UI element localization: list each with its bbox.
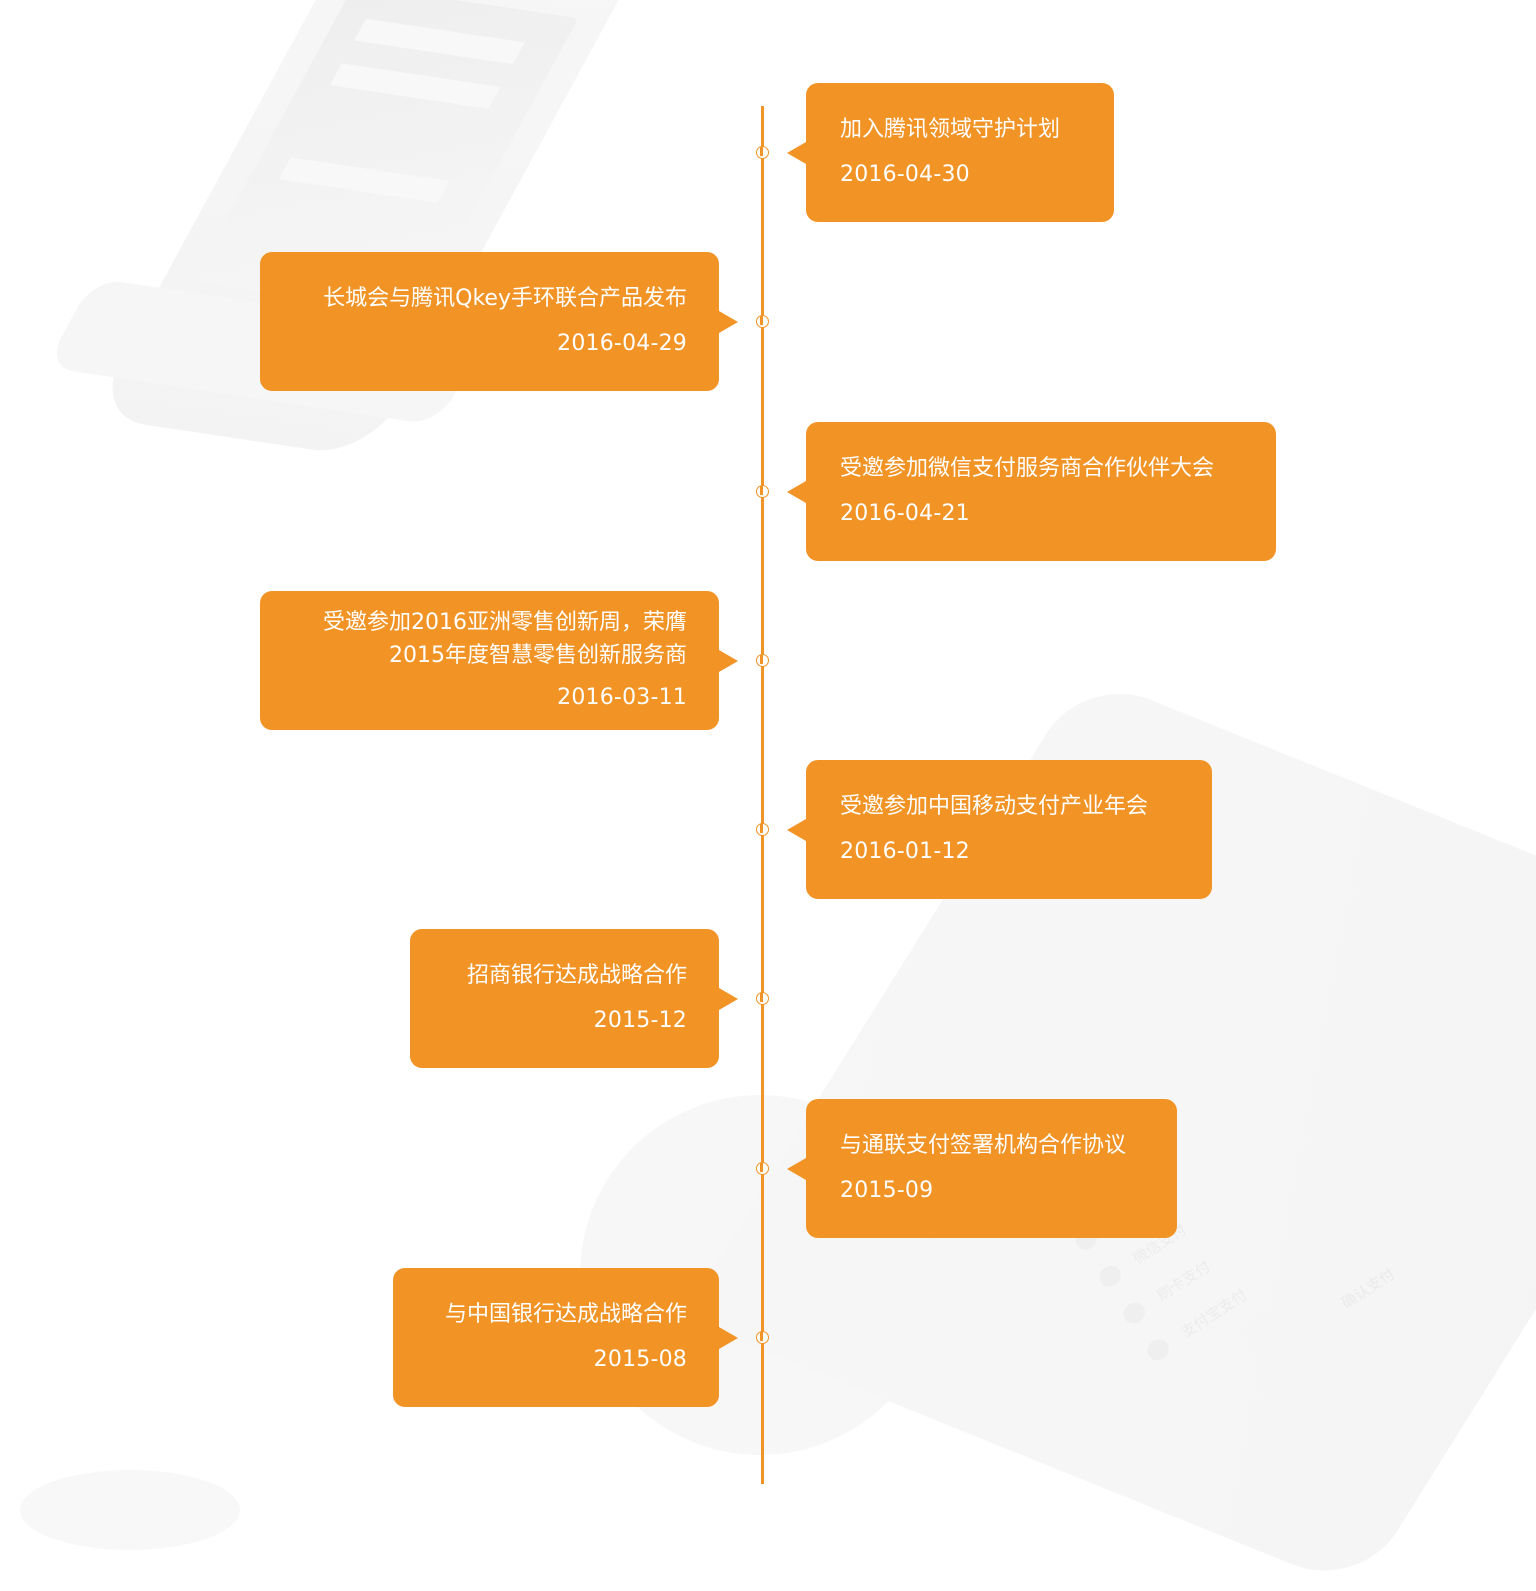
timeline-event: 长城会与腾讯Qkey手环联合产品发布 2016-04-29 <box>260 252 738 391</box>
pointer-arrow-icon <box>719 1326 738 1349</box>
event-date: 2016-04-21 <box>840 501 970 526</box>
terminal-input-bar <box>354 18 525 65</box>
event-title: 与中国银行达成战略合作 <box>413 1298 687 1331</box>
event-title: 招商银行达成战略合作 <box>430 959 687 992</box>
timeline-axis <box>761 106 764 1484</box>
event-title-line: 加入腾讯领域守护计划 <box>840 117 1061 142</box>
timeline-event: 加入腾讯领域守护计划 2016-04-30 <box>787 83 1114 222</box>
event-date: 2016-04-29 <box>557 331 687 356</box>
payment-option-alipay: 支付宝支付 <box>1132 1275 1257 1378</box>
timeline-node <box>756 1330 769 1344</box>
timeline-node <box>756 1161 769 1175</box>
timeline-event: 受邀参加微信支付服务商合作伙伴大会 2016-04-21 <box>787 422 1276 561</box>
event-title-line: 与通联支付签署机构合作协议 <box>840 1133 1127 1158</box>
event-title: 受邀参加中国移动支付产业年会 <box>840 790 1192 823</box>
event-date: 2015-12 <box>593 1008 687 1033</box>
timeline-event: 与通联支付签署机构合作协议 2015-09 <box>787 1099 1177 1238</box>
timeline-node <box>756 484 769 498</box>
event-title-line: 招商银行达成战略合作 <box>466 963 687 988</box>
pointer-arrow-icon <box>787 480 806 503</box>
event-title: 受邀参加微信支付服务商合作伙伴大会 <box>840 452 1256 485</box>
timeline-node <box>756 145 769 159</box>
terminal-input-bar <box>329 63 501 109</box>
timeline-event: 与中国银行达成战略合作 2015-08 <box>393 1268 738 1407</box>
background-device-fragment <box>20 1470 240 1550</box>
pointer-arrow-icon <box>719 987 738 1010</box>
timeline-node <box>756 991 769 1005</box>
event-date: 2016-04-30 <box>840 162 970 187</box>
pointer-arrow-icon <box>719 649 738 672</box>
event-title: 与通联支付签署机构合作协议 <box>840 1129 1157 1162</box>
timeline-event: 受邀参加2016亚洲零售创新周，荣膺 2015年度智慧零售创新服务商 2016-… <box>260 591 738 730</box>
event-title-line: 受邀参加2016亚洲零售创新周，荣膺 <box>323 610 687 635</box>
event-date: 2016-03-11 <box>557 685 687 710</box>
pointer-arrow-icon <box>719 310 738 333</box>
event-date: 2015-08 <box>593 1347 687 1372</box>
timeline-node <box>756 822 769 836</box>
event-title-line: 受邀参加微信支付服务商合作伙伴大会 <box>840 456 1215 481</box>
background-pos-terminal-top <box>0 0 774 473</box>
event-date: 2016-01-12 <box>840 839 970 864</box>
event-title-line: 2015年度智慧零售创新服务商 <box>389 643 687 668</box>
payment-option-card: 刷卡支付 <box>1108 1238 1233 1341</box>
event-title-line: 与中国银行达成战略合作 <box>444 1302 687 1327</box>
event-title-line: 长城会与腾讯Qkey手环联合产品发布 <box>323 286 687 311</box>
event-title: 长城会与腾讯Qkey手环联合产品发布 <box>280 282 687 315</box>
timeline-event: 招商银行达成战略合作 2015-12 <box>410 929 738 1068</box>
pointer-arrow-icon <box>787 818 806 841</box>
timeline-node <box>756 314 769 328</box>
pointer-arrow-icon <box>787 1157 806 1180</box>
event-title: 受邀参加2016亚洲零售创新周，荣膺 2015年度智慧零售创新服务商 <box>280 606 687 672</box>
timeline-node <box>756 653 769 667</box>
event-title-line: 受邀参加中国移动支付产业年会 <box>840 794 1149 819</box>
event-title: 加入腾讯领域守护计划 <box>840 113 1094 146</box>
timeline-event: 受邀参加中国移动支付产业年会 2016-01-12 <box>787 760 1212 899</box>
terminal-login-bar <box>278 157 450 203</box>
background-confirm-payment: 确认支付 <box>1240 1188 1497 1389</box>
event-date: 2015-09 <box>840 1178 934 1203</box>
pointer-arrow-icon <box>787 141 806 164</box>
